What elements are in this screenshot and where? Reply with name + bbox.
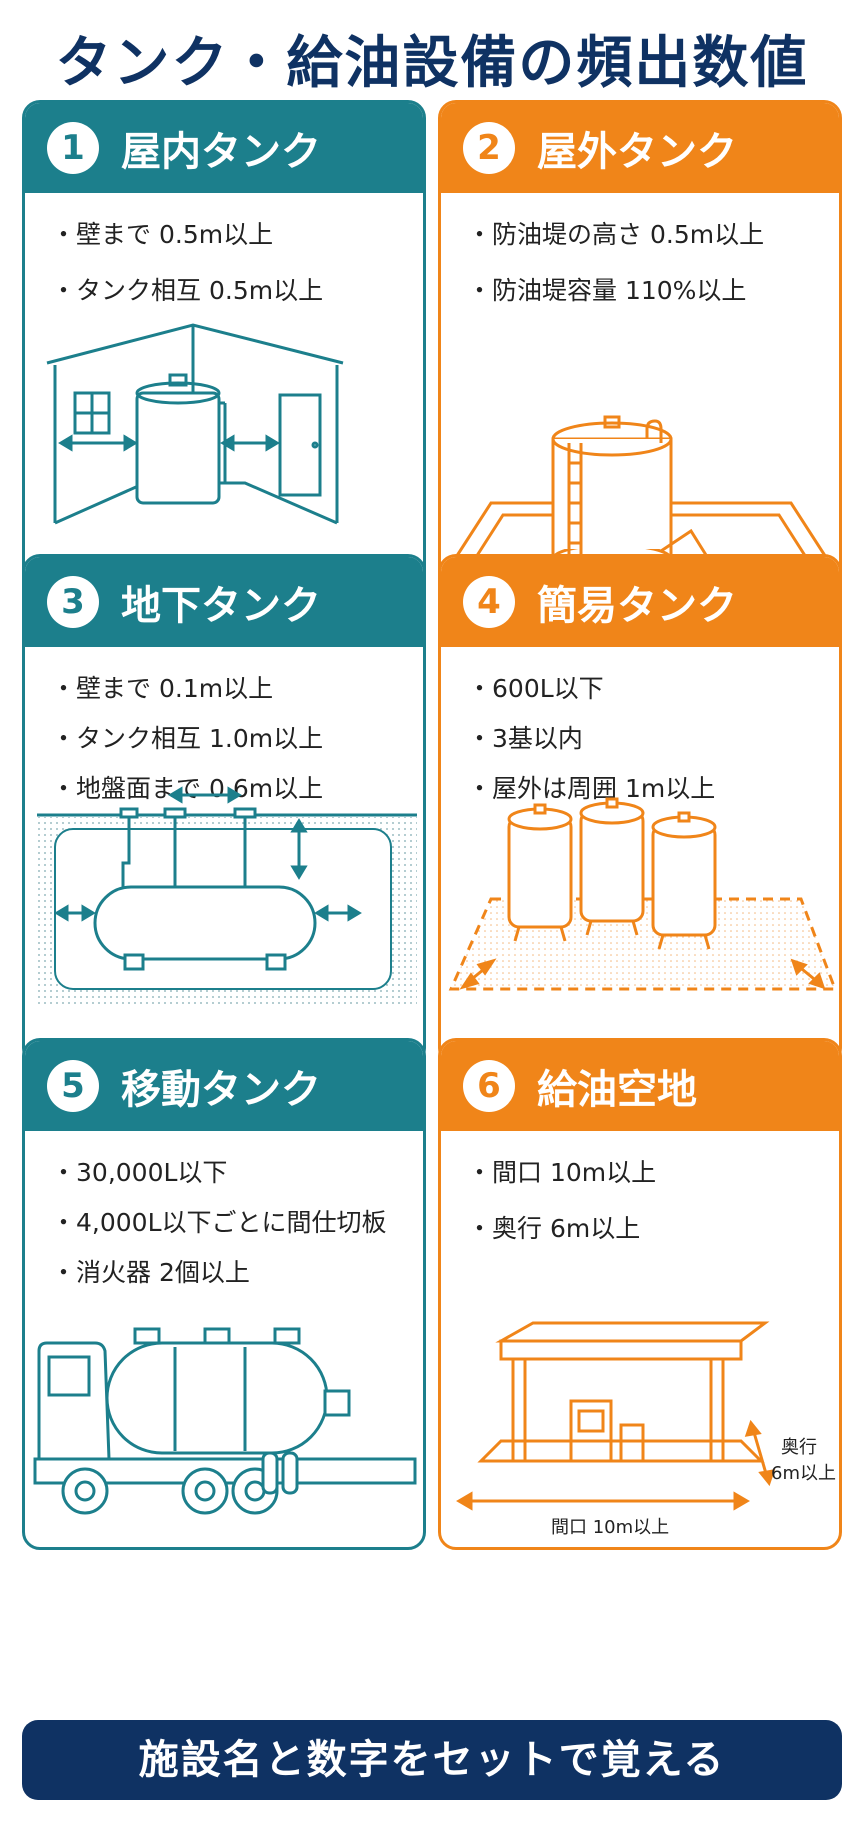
card-items: 間口 10m以上 奥行 6m以上 bbox=[467, 1153, 829, 1265]
list-item: 4,000L以下ごとに間仕切板 bbox=[51, 1203, 413, 1239]
card-title: 移動タンク bbox=[121, 1067, 321, 1113]
card-title: 地下タンク bbox=[121, 583, 321, 629]
card-outdoor-tank: 2 屋外タンク 防油堤の高さ 0.5m以上 防油堤容量 110%以上 bbox=[438, 100, 842, 612]
list-item: 屋外は周囲 1m以上 bbox=[467, 769, 829, 805]
card-title: 屋外タンク bbox=[537, 129, 737, 175]
width-label: 間口 10m以上 bbox=[551, 1517, 669, 1538]
underground-tank-illustration bbox=[37, 786, 417, 1007]
list-item: 奥行 6m以上 bbox=[467, 1209, 829, 1245]
card-header: 2 屋外タンク bbox=[441, 103, 839, 193]
card-items: 壁まで 0.5m以上 タンク相互 0.5m以上 bbox=[51, 215, 413, 327]
card-header: 1 屋内タンク bbox=[25, 103, 423, 193]
card-items: 30,000L以下 4,000L以下ごとに間仕切板 消火器 2個以上 bbox=[51, 1153, 413, 1303]
card-indoor-tank: 1 屋内タンク 壁まで 0.5m以上 タンク相互 0.5m以上 bbox=[22, 100, 426, 612]
card-header: 5 移動タンク bbox=[25, 1041, 423, 1131]
tanker-truck-illustration bbox=[33, 1327, 417, 1515]
card-refueling-space: 6 給油空地 間口 10m以上 奥行 6m以上 奥行 6m以上 間口 10m以上 bbox=[438, 1038, 842, 1550]
card-number: 4 bbox=[463, 576, 515, 628]
list-item: 防油堤の高さ 0.5m以上 bbox=[467, 215, 829, 251]
list-item: タンク相互 0.5m以上 bbox=[51, 271, 413, 307]
list-item: 間口 10m以上 bbox=[467, 1153, 829, 1189]
depth-label-line1: 奥行 bbox=[781, 1437, 817, 1458]
card-title: 屋内タンク bbox=[121, 129, 321, 175]
card-title: 給油空地 bbox=[537, 1067, 697, 1113]
list-item: 30,000L以下 bbox=[51, 1153, 413, 1189]
list-item: 消火器 2個以上 bbox=[51, 1253, 413, 1289]
card-mobile-tank: 5 移動タンク 30,000L以下 4,000L以下ごとに間仕切板 消火器 2個… bbox=[22, 1038, 426, 1550]
card-number: 6 bbox=[463, 1060, 515, 1112]
card-number: 5 bbox=[47, 1060, 99, 1112]
card-items: 防油堤の高さ 0.5m以上 防油堤容量 110%以上 bbox=[467, 215, 829, 327]
card-number: 2 bbox=[463, 122, 515, 174]
list-item: 3基以内 bbox=[467, 719, 829, 755]
footer-banner: 施設名と数字をセットで覚える bbox=[22, 1720, 842, 1800]
card-header: 6 給油空地 bbox=[441, 1041, 839, 1131]
card-title: 簡易タンク bbox=[537, 583, 737, 629]
list-item: 防油堤容量 110%以上 bbox=[467, 271, 829, 307]
card-number: 1 bbox=[47, 122, 99, 174]
card-number: 3 bbox=[47, 576, 99, 628]
list-item: 600L以下 bbox=[467, 669, 829, 705]
card-underground-tank: 3 地下タンク 壁まで 0.1m以上 タンク相互 1.0m以上 地盤面まで 0.… bbox=[22, 554, 426, 1066]
card-items: 600L以下 3基以内 屋外は周囲 1m以上 bbox=[467, 669, 829, 819]
list-item: 地盤面まで 0.6m以上 bbox=[51, 769, 413, 805]
card-items: 壁まで 0.1m以上 タンク相互 1.0m以上 地盤面まで 0.6m以上 bbox=[51, 669, 413, 819]
list-item: 壁まで 0.1m以上 bbox=[51, 669, 413, 705]
page-title: タンク・給油設備の頻出数値 bbox=[55, 31, 809, 96]
refueling-station-illustration: 奥行 6m以上 間口 10m以上 bbox=[456, 1321, 836, 1538]
depth-label-line2: 6m以上 bbox=[771, 1463, 836, 1484]
list-item: タンク相互 1.0m以上 bbox=[51, 719, 413, 755]
indoor-tank-illustration bbox=[46, 323, 344, 525]
card-header: 3 地下タンク bbox=[25, 557, 423, 647]
card-header: 4 簡易タンク bbox=[441, 557, 839, 647]
card-simple-tank: 4 簡易タンク 600L以下 3基以内 屋外は周囲 1m以上 bbox=[438, 554, 842, 1066]
simple-tank-illustration bbox=[448, 797, 838, 991]
list-item: 壁まで 0.5m以上 bbox=[51, 215, 413, 251]
outdoor-tank-illustration bbox=[448, 415, 834, 585]
